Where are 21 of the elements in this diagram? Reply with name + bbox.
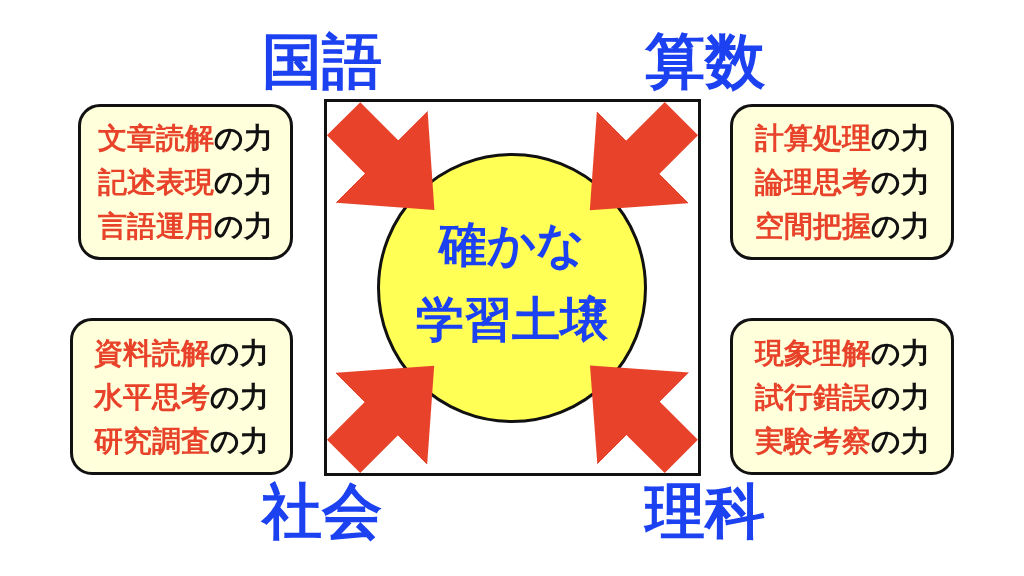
skill-text: 実験考察の力 <box>754 422 930 460</box>
skill-text: 水平思考の力 <box>94 378 269 416</box>
skill-box <box>78 104 293 260</box>
subject-heading: 国語 <box>262 28 382 94</box>
skill-text: 空間把握の力 <box>754 208 930 245</box>
skill-box <box>730 104 954 260</box>
subject-heading: 理科 <box>645 478 765 544</box>
skill-text: 計算処理の力 <box>754 120 930 157</box>
subject-heading: 算数 <box>645 28 765 94</box>
skill-text: 試行錯誤の力 <box>754 378 930 416</box>
skill-text: 論理思考の力 <box>754 164 930 201</box>
skill-text: 言語運用の力 <box>98 208 273 245</box>
skill-text: 文章読解の力 <box>98 120 273 157</box>
skill-text: 記述表現の力 <box>98 164 273 201</box>
skill-box <box>730 318 954 475</box>
skill-text: 資料読解の力 <box>94 334 269 372</box>
skill-box <box>70 318 293 475</box>
center-text: 確かな学習土壌 <box>415 215 609 349</box>
skill-text: 研究調査の力 <box>94 422 269 460</box>
skill-text: 現象理解の力 <box>754 334 930 372</box>
subject-heading: 社会 <box>262 478 382 544</box>
